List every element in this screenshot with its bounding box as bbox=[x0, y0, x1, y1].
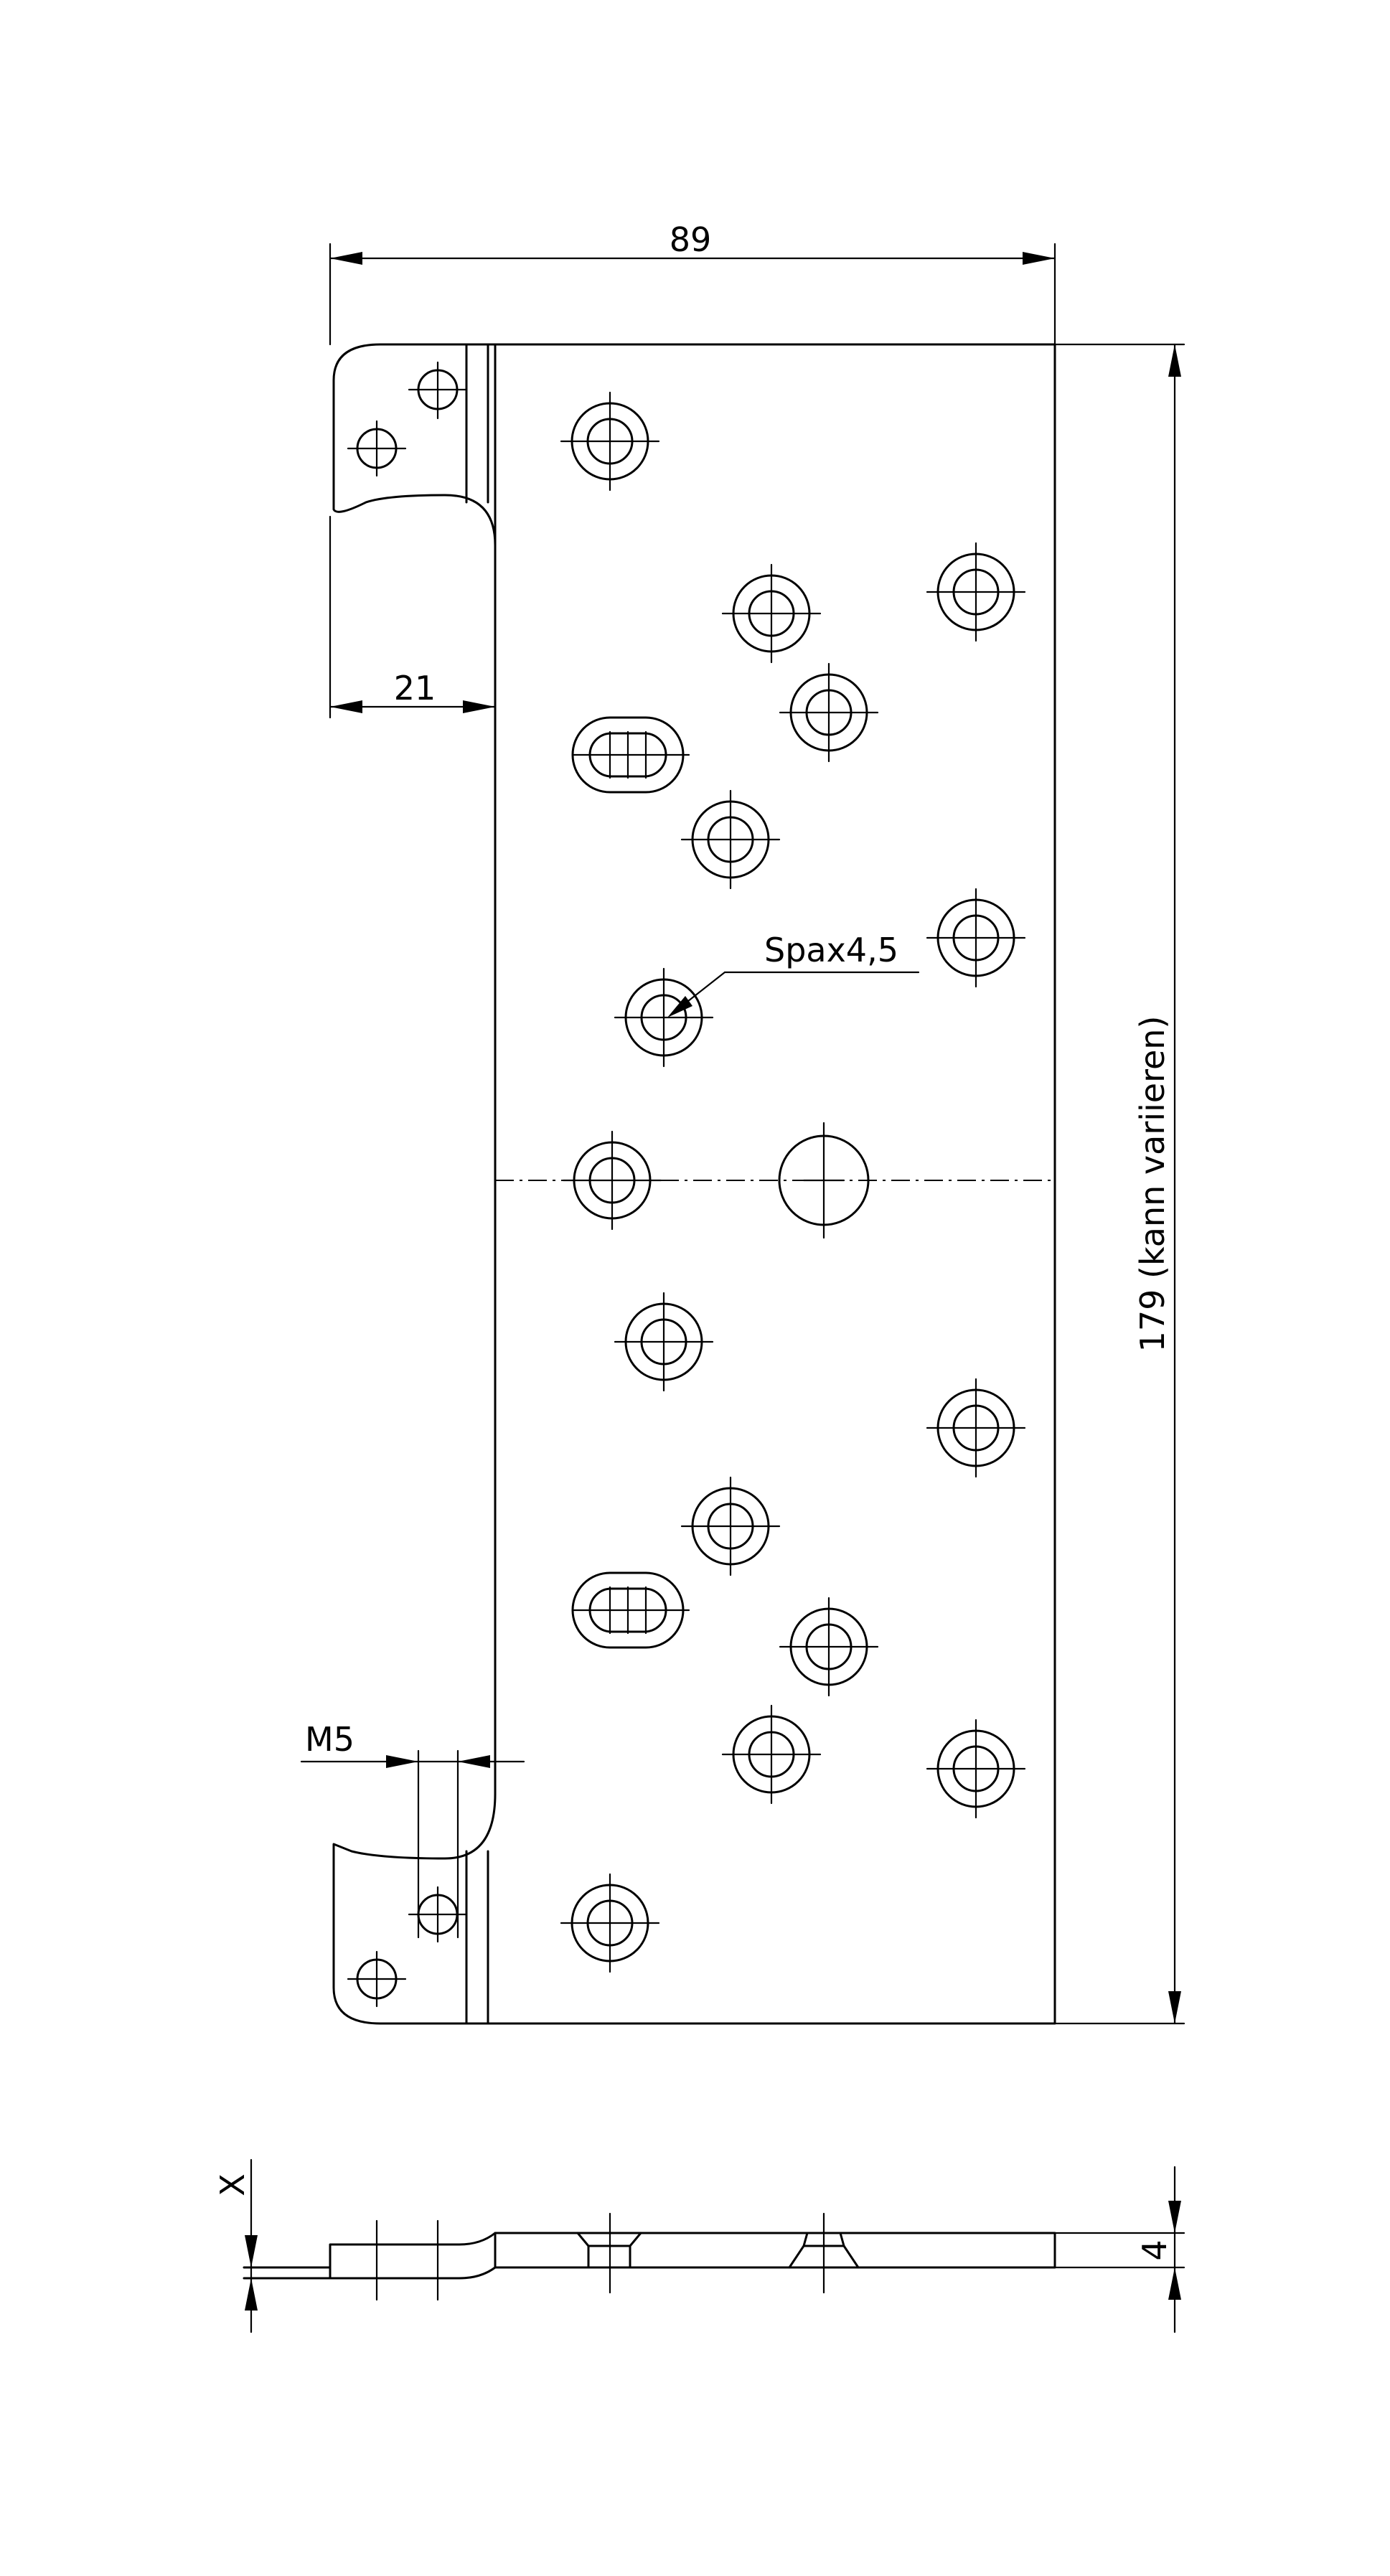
countersunk-hole bbox=[926, 888, 1026, 988]
screw-annotation: Spax4,5 bbox=[667, 931, 920, 1017]
dimension-height: 179 (kann variieren) bbox=[1053, 343, 1185, 2025]
slot-lower bbox=[571, 1571, 690, 1649]
tab-width-label: 21 bbox=[394, 669, 436, 708]
countersunk-hole bbox=[779, 1597, 879, 1697]
countersunk-hole bbox=[614, 1292, 714, 1392]
countersunk-hole bbox=[614, 967, 714, 1068]
countersunk-hole bbox=[779, 662, 879, 763]
height-label: 179 (kann variieren) bbox=[1133, 1016, 1172, 1353]
tab-holes bbox=[347, 361, 468, 2008]
thread-label: M5 bbox=[305, 1720, 354, 1759]
countersunk-hole bbox=[721, 1704, 822, 1805]
countersunk-hole bbox=[926, 1378, 1026, 1478]
dimension-tab-width: 21 bbox=[329, 515, 497, 719]
countersunk-hole bbox=[926, 542, 1026, 642]
countersunk-hole bbox=[560, 391, 660, 492]
countersunk-hole bbox=[721, 563, 822, 664]
width-label: 89 bbox=[670, 220, 712, 259]
screw-holes bbox=[560, 391, 1026, 1973]
dimension-width: 89 bbox=[329, 220, 1056, 346]
dimension-thread: M5 bbox=[300, 1720, 525, 1939]
countersunk-hole bbox=[560, 1873, 660, 1973]
thickness-label: 4 bbox=[1135, 2239, 1174, 2260]
offset-label: X bbox=[213, 2173, 252, 2196]
countersunk-hole bbox=[680, 789, 781, 890]
side-view: 4 X bbox=[213, 2158, 1185, 2333]
countersunk-hole bbox=[680, 1476, 781, 1576]
screw-label: Spax4,5 bbox=[764, 931, 898, 969]
center-hole bbox=[778, 1122, 870, 1239]
countersunk-hole bbox=[562, 1130, 662, 1231]
countersunk-hole bbox=[926, 1719, 1026, 1819]
slot-upper bbox=[571, 716, 690, 794]
plate-outline bbox=[332, 343, 1056, 2025]
